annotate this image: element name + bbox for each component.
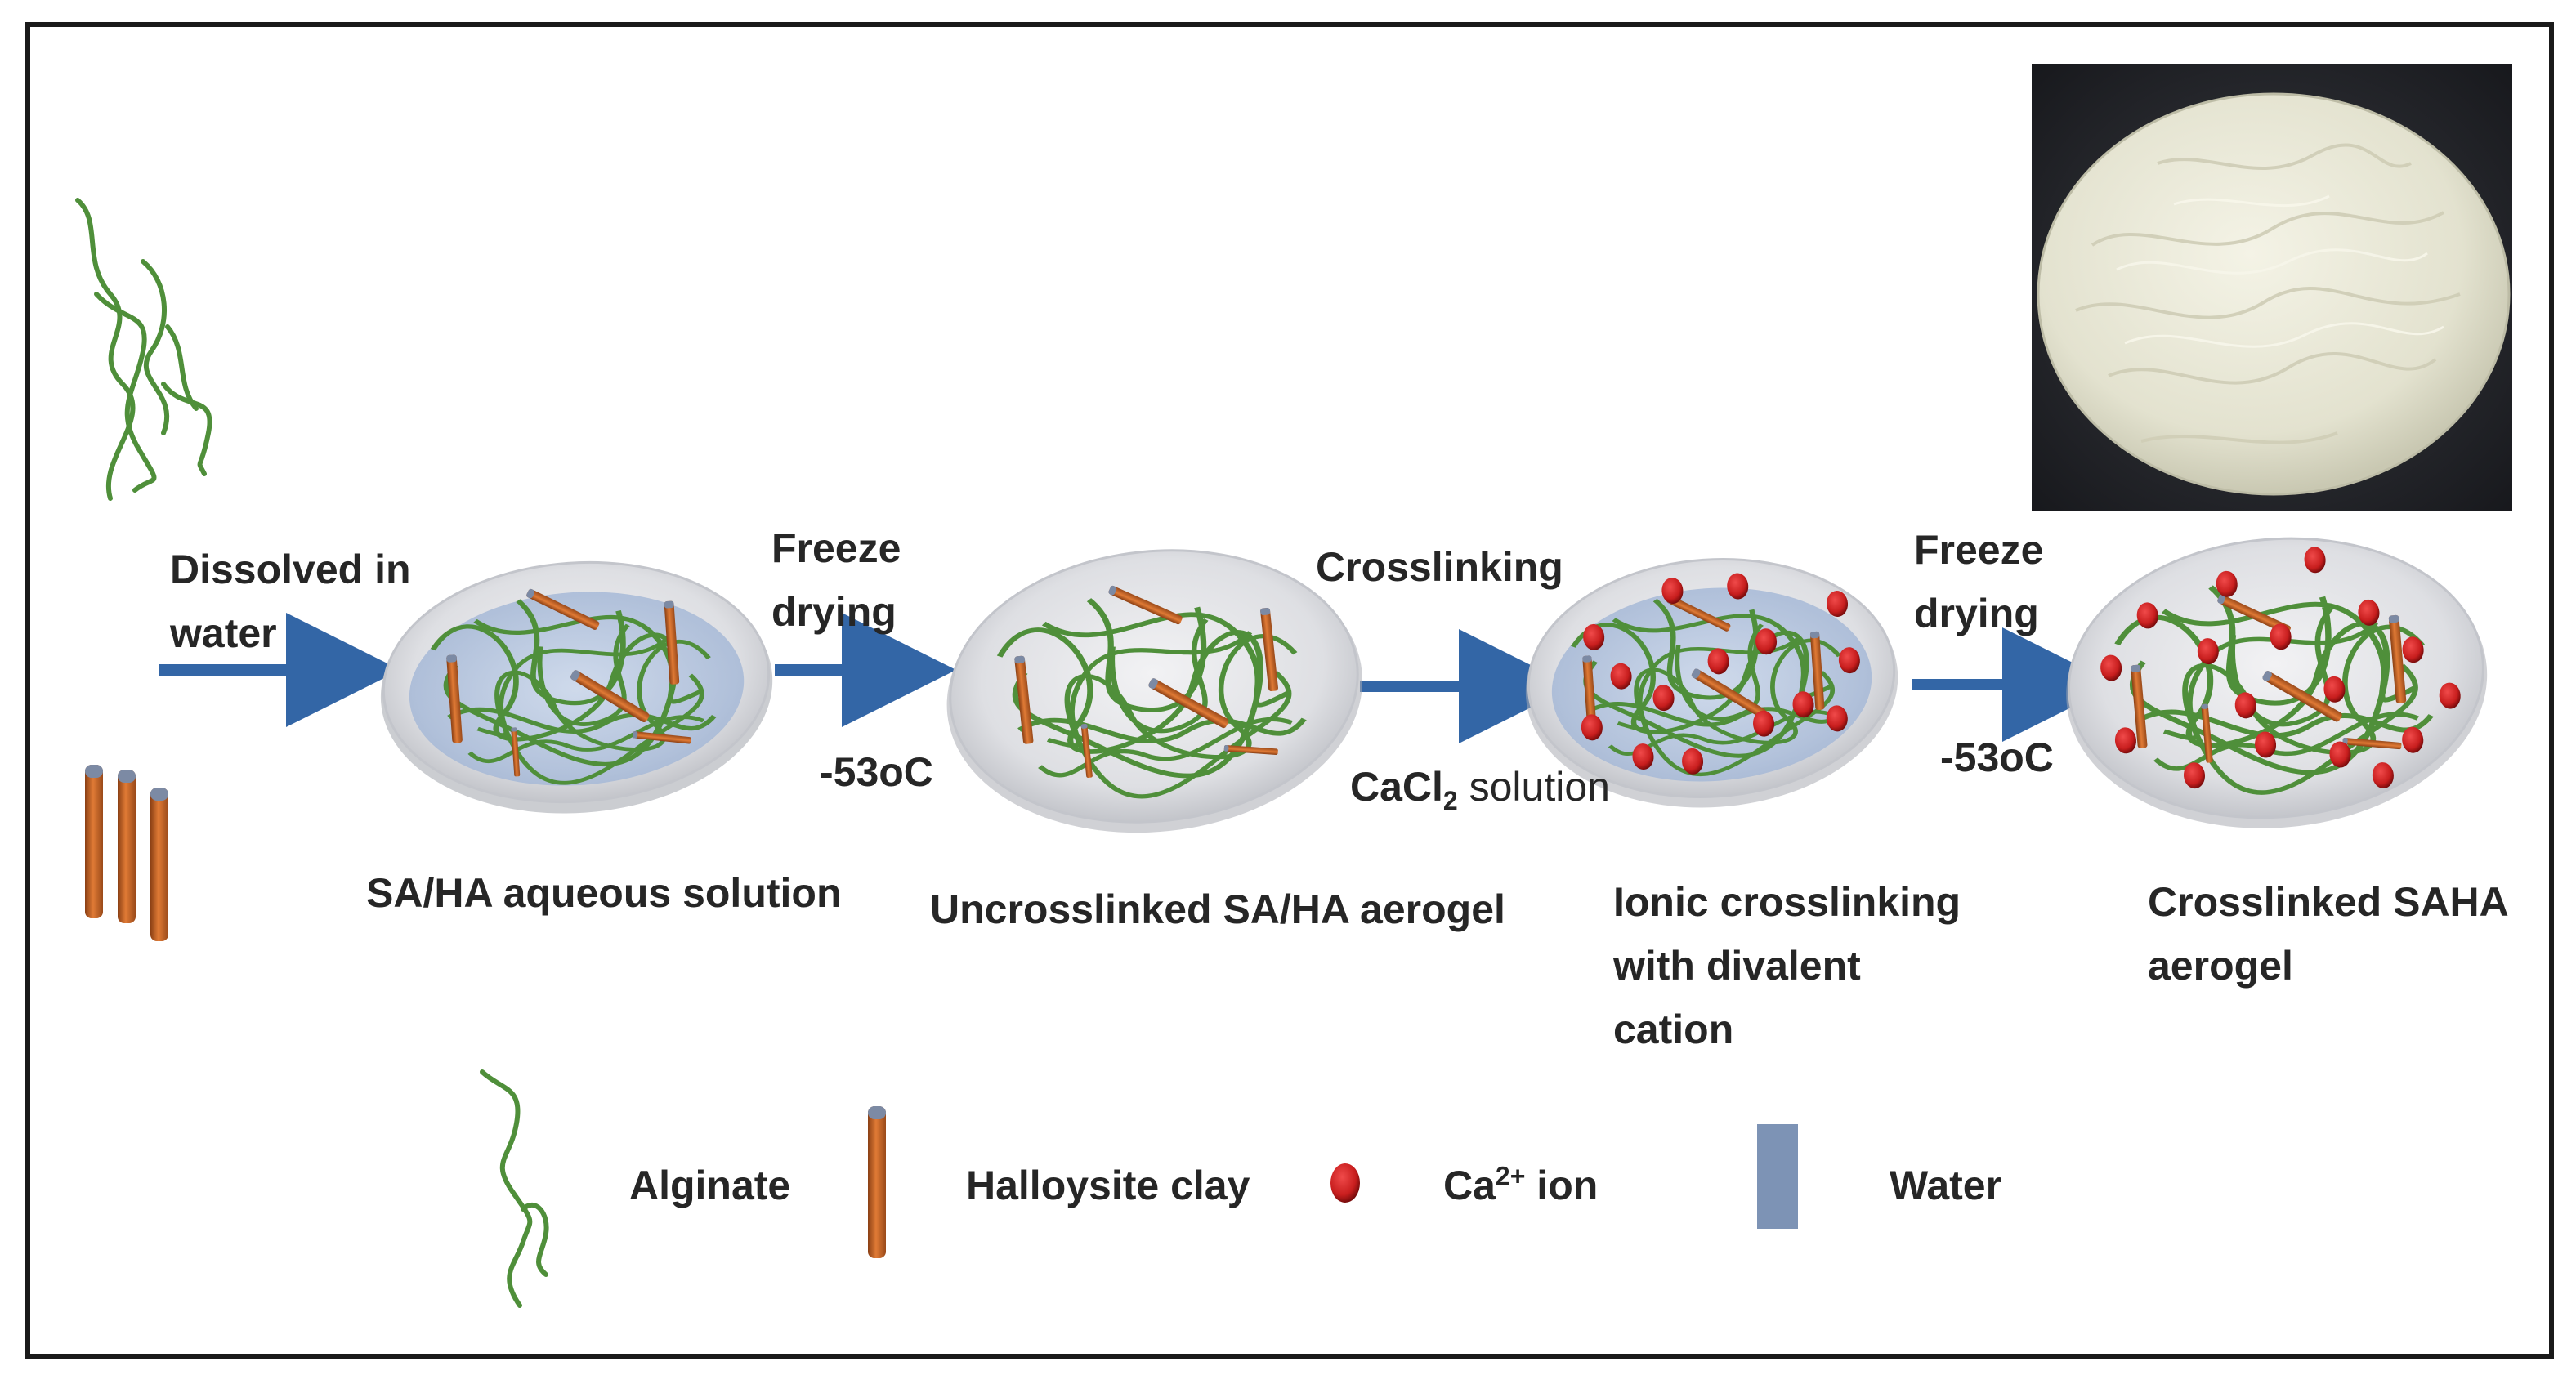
- water-bar-icon: [1757, 1124, 1798, 1229]
- legend-alginate-label: Alginate: [629, 1163, 791, 1208]
- step-crosslink-label: Crosslinking: [1316, 544, 1563, 590]
- step-freeze-dry-2-temperature: -53oC: [1940, 734, 2054, 780]
- dish-ionic-crosslinking: [1525, 558, 1898, 808]
- process-arrows: [159, 613, 2117, 743]
- step-freeze-dry-1-temperature: -53oC: [820, 749, 933, 795]
- dish-uncrosslinked-aerogel: [946, 549, 1363, 833]
- legend-halloysite-label: Halloysite clay: [966, 1163, 1250, 1208]
- stage-2-caption: Uncrosslinked SA/HA aerogel: [930, 886, 1505, 932]
- stage-1-caption: SA/HA aqueous solution: [366, 870, 842, 916]
- free-alginate-strands: [75, 198, 212, 501]
- legend-icons: [480, 1069, 1798, 1308]
- calcium-ion-icon: [1330, 1163, 1360, 1203]
- free-halloysite-tubes: [85, 765, 168, 941]
- halloysite-tube-icon: [868, 1106, 886, 1258]
- legend-water-label: Water: [1890, 1163, 2002, 1208]
- stage-3-caption: Ionic crosslinking with divalent cation: [1613, 879, 1961, 1052]
- alginate-chain-icon: [480, 1069, 549, 1308]
- stage-4-caption: Crosslinked SAHA aerogel: [2148, 879, 2509, 989]
- step-crosslink-solution: CaCl2 solution: [1350, 764, 1610, 815]
- legend-calcium-label: Ca2+ ion: [1443, 1161, 1599, 1208]
- aerogel-photo: [2032, 64, 2512, 511]
- dish-sa-ha-solution: [380, 560, 773, 814]
- dish-crosslinked-aerogel: [2066, 537, 2488, 828]
